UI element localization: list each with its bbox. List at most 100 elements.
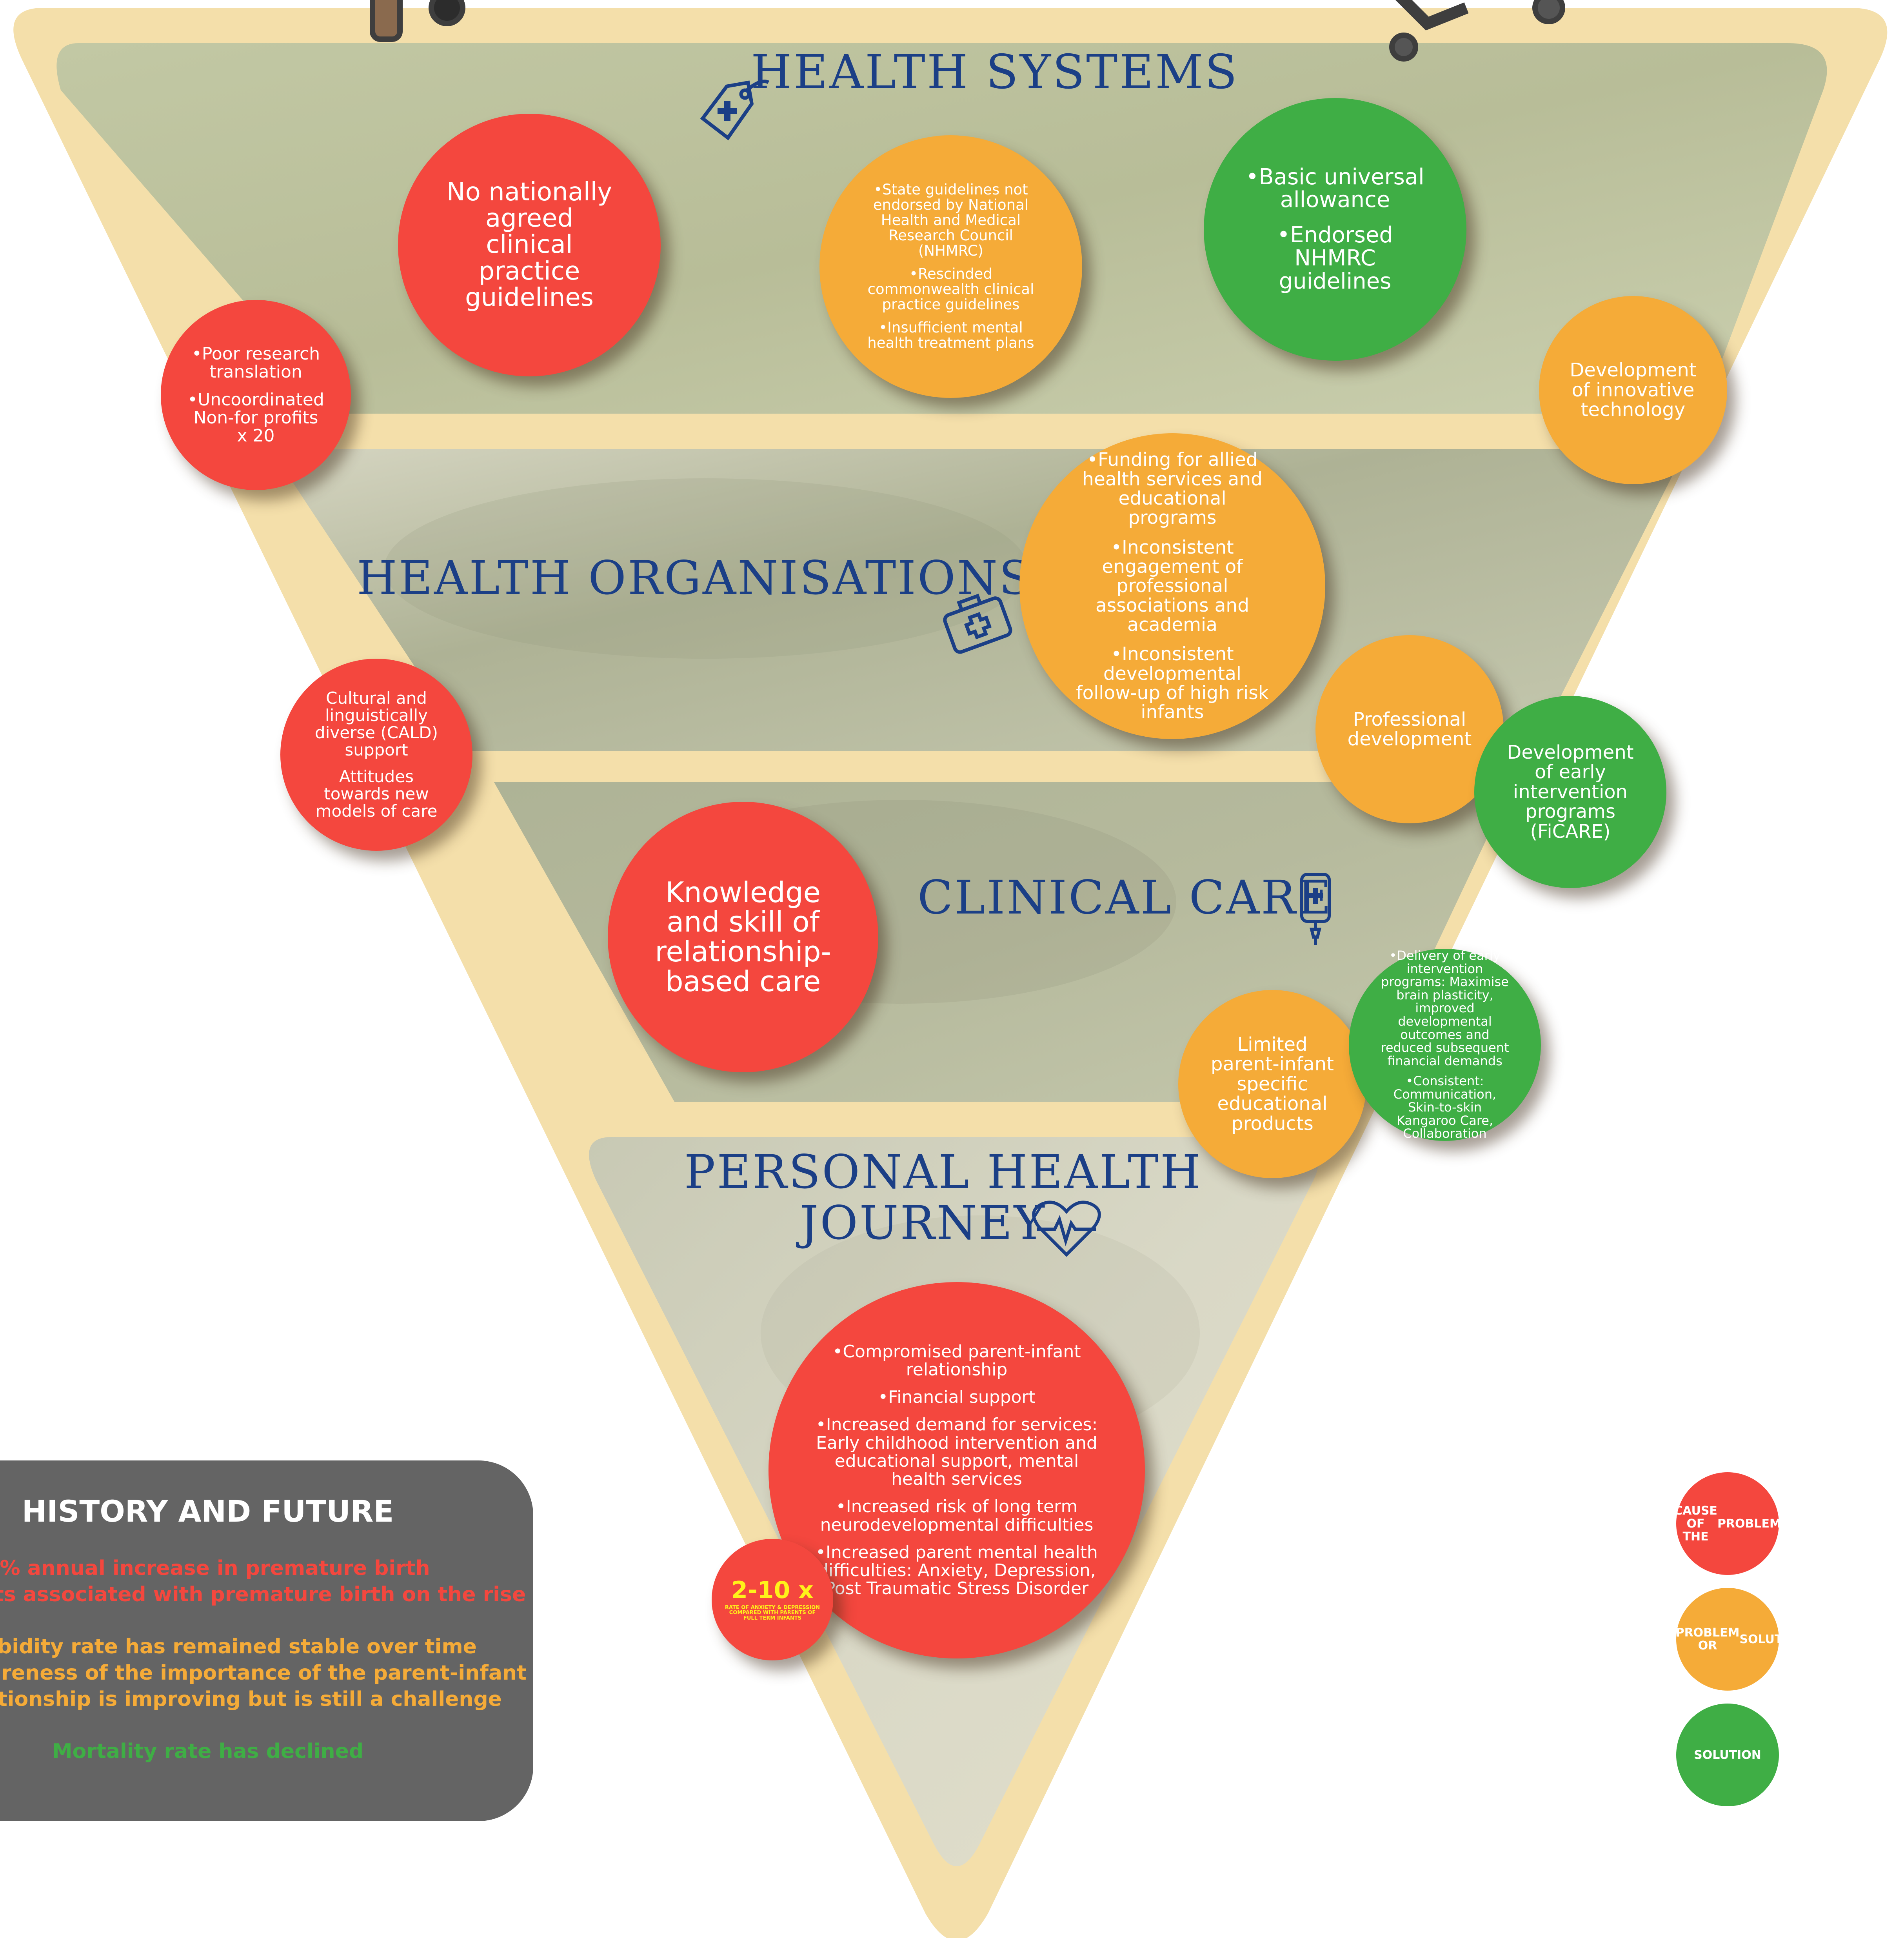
bubble-line: Limited xyxy=(1237,1033,1308,1056)
bubble-line: Early childhood intervention and xyxy=(816,1433,1097,1453)
bubble-line: diverse (CALD) xyxy=(315,723,438,743)
bubble-line: clinical xyxy=(486,230,573,260)
bubble-line: translation xyxy=(209,362,302,382)
bubble-line: engagement of xyxy=(1102,556,1243,578)
bubble-line: Collaboration xyxy=(1403,1126,1487,1141)
wheelchair-illustration xyxy=(370,0,1565,62)
bubble-line: outcomes and xyxy=(1400,1027,1490,1042)
bubble-line: guidelines xyxy=(1279,268,1392,294)
bubble-line: difficulties: Anxiety, Depression, xyxy=(818,1560,1096,1581)
bubble-line: •State guidelines not xyxy=(874,181,1028,198)
bubble-line: Knowledge xyxy=(665,875,821,909)
bubble-line: technology xyxy=(1581,399,1686,421)
history-orange-line-1: Morbidity rate has remained stable over … xyxy=(0,1635,477,1658)
bubble-line: •Inconsistent xyxy=(1111,536,1234,558)
bubble-line: developmental xyxy=(1398,1014,1492,1029)
bubble-line: Professional xyxy=(1353,708,1466,730)
bubble-line: x 20 xyxy=(237,425,275,446)
bubble-line: follow-up of high risk xyxy=(1076,682,1269,704)
title-personal-health: PERSONAL HEALTH xyxy=(684,1145,1202,1199)
bubble-line: educational support, mental xyxy=(834,1451,1079,1471)
bubble-line: •Uncoordinated xyxy=(187,389,324,410)
bubble-line: educational xyxy=(1118,488,1226,510)
history-red-line-2: Costs associated with premature birth on… xyxy=(0,1583,526,1606)
bubble-line: agreed xyxy=(485,204,574,233)
bubble-line: towards new xyxy=(324,784,429,803)
bubble-line: allowance xyxy=(1280,187,1390,213)
iv-bag-icon xyxy=(1300,873,1331,945)
bubble-line: of early xyxy=(1535,761,1606,783)
bubble-line: Development xyxy=(1570,359,1697,381)
history-heading: HISTORY AND FUTURE xyxy=(22,1494,394,1529)
bubble-line: Communication, xyxy=(1393,1086,1497,1102)
bubble-line: GAP IN THE xyxy=(1648,1619,1676,1659)
bubble-line: Health and Medical xyxy=(881,212,1021,229)
bubble-line: •Endorsed xyxy=(1277,222,1393,248)
bubble-line: SOLUTION xyxy=(1694,1748,1761,1762)
bubble-line: programs: Maximise xyxy=(1381,974,1509,990)
bubble-line: health treatment plans xyxy=(867,334,1034,351)
bubble-line: PROBLEM xyxy=(1717,1517,1781,1531)
bubble-line: reduced subsequent xyxy=(1381,1040,1509,1055)
bubble-line: improved xyxy=(1415,1001,1475,1016)
bubble-line: specific xyxy=(1237,1073,1308,1095)
bubble-line: intervention xyxy=(1513,781,1628,803)
bubble-line: academia xyxy=(1127,614,1217,636)
bubble-line: programs xyxy=(1128,507,1217,529)
first-aid-kit-icon xyxy=(943,594,1012,654)
bubble-line: No nationally xyxy=(446,178,612,207)
bubble-line: health services and xyxy=(1082,468,1263,490)
bubble-line: •Increased demand for services: xyxy=(816,1415,1098,1435)
bubble-line: Attitudes xyxy=(339,766,414,786)
bubble-line: (NHMRC) xyxy=(918,242,983,259)
history-orange-line-3: relationship is improving but is still a… xyxy=(0,1687,502,1711)
bubble-line: •Insufficient mental xyxy=(879,319,1023,336)
bubble-line: RATE OF ANXIETY & DEPRESSION xyxy=(725,1604,820,1611)
bubble-line: Research Council xyxy=(888,227,1013,244)
bubble-line: practice guidelines xyxy=(882,296,1020,313)
bubble-line: models of care xyxy=(315,801,438,821)
bubble-line: SOLUTION xyxy=(1739,1632,1807,1646)
bubble-line: parent-infant xyxy=(1211,1053,1334,1075)
bubble-line: professional xyxy=(1116,575,1228,597)
bubble-line: •Funding for allied xyxy=(1087,449,1258,471)
bubble-line: •Consistent: xyxy=(1406,1073,1484,1088)
bubble-line: •Financial support xyxy=(878,1387,1036,1408)
bubble-line: Kangaroo Care, xyxy=(1396,1113,1493,1128)
bubble-line: and skill of xyxy=(667,905,819,939)
bubble-line: developmental xyxy=(1103,663,1241,685)
bubble-line: practice xyxy=(478,256,580,286)
bubble-line: NHMRC xyxy=(1294,245,1376,271)
bubble-line: linguistically xyxy=(325,706,428,725)
title-health-systems: HEALTH SYSTEMS xyxy=(751,45,1239,100)
bubble-line: •Poor research xyxy=(191,343,320,364)
bubble-line: educational xyxy=(1217,1093,1328,1115)
bubble-line: (FiCARE) xyxy=(1530,820,1611,843)
bubble-line: Non-for profits xyxy=(193,407,318,428)
bubble-line: based care xyxy=(665,964,821,998)
bubble-line: Cultural and xyxy=(326,688,427,708)
bubble-line: programs xyxy=(1525,801,1615,823)
history-orange-line-2: Awareness of the importance of the paren… xyxy=(0,1661,527,1685)
bubble-line: Skin-to-skin xyxy=(1408,1100,1482,1115)
bubble-line: of innovative xyxy=(1572,379,1695,401)
bubble-line: health services xyxy=(891,1469,1022,1489)
bubble-line: •Basic universal xyxy=(1246,164,1424,190)
bubble-line: •Increased risk of long term xyxy=(836,1497,1078,1517)
title-clinical-care: CLINICAL CARE xyxy=(917,870,1333,925)
bubble-line: PROBLEM OR xyxy=(1675,1626,1740,1653)
history-and-future-panel: HISTORY AND FUTURE 2% annual increase in… xyxy=(0,1460,533,1821)
